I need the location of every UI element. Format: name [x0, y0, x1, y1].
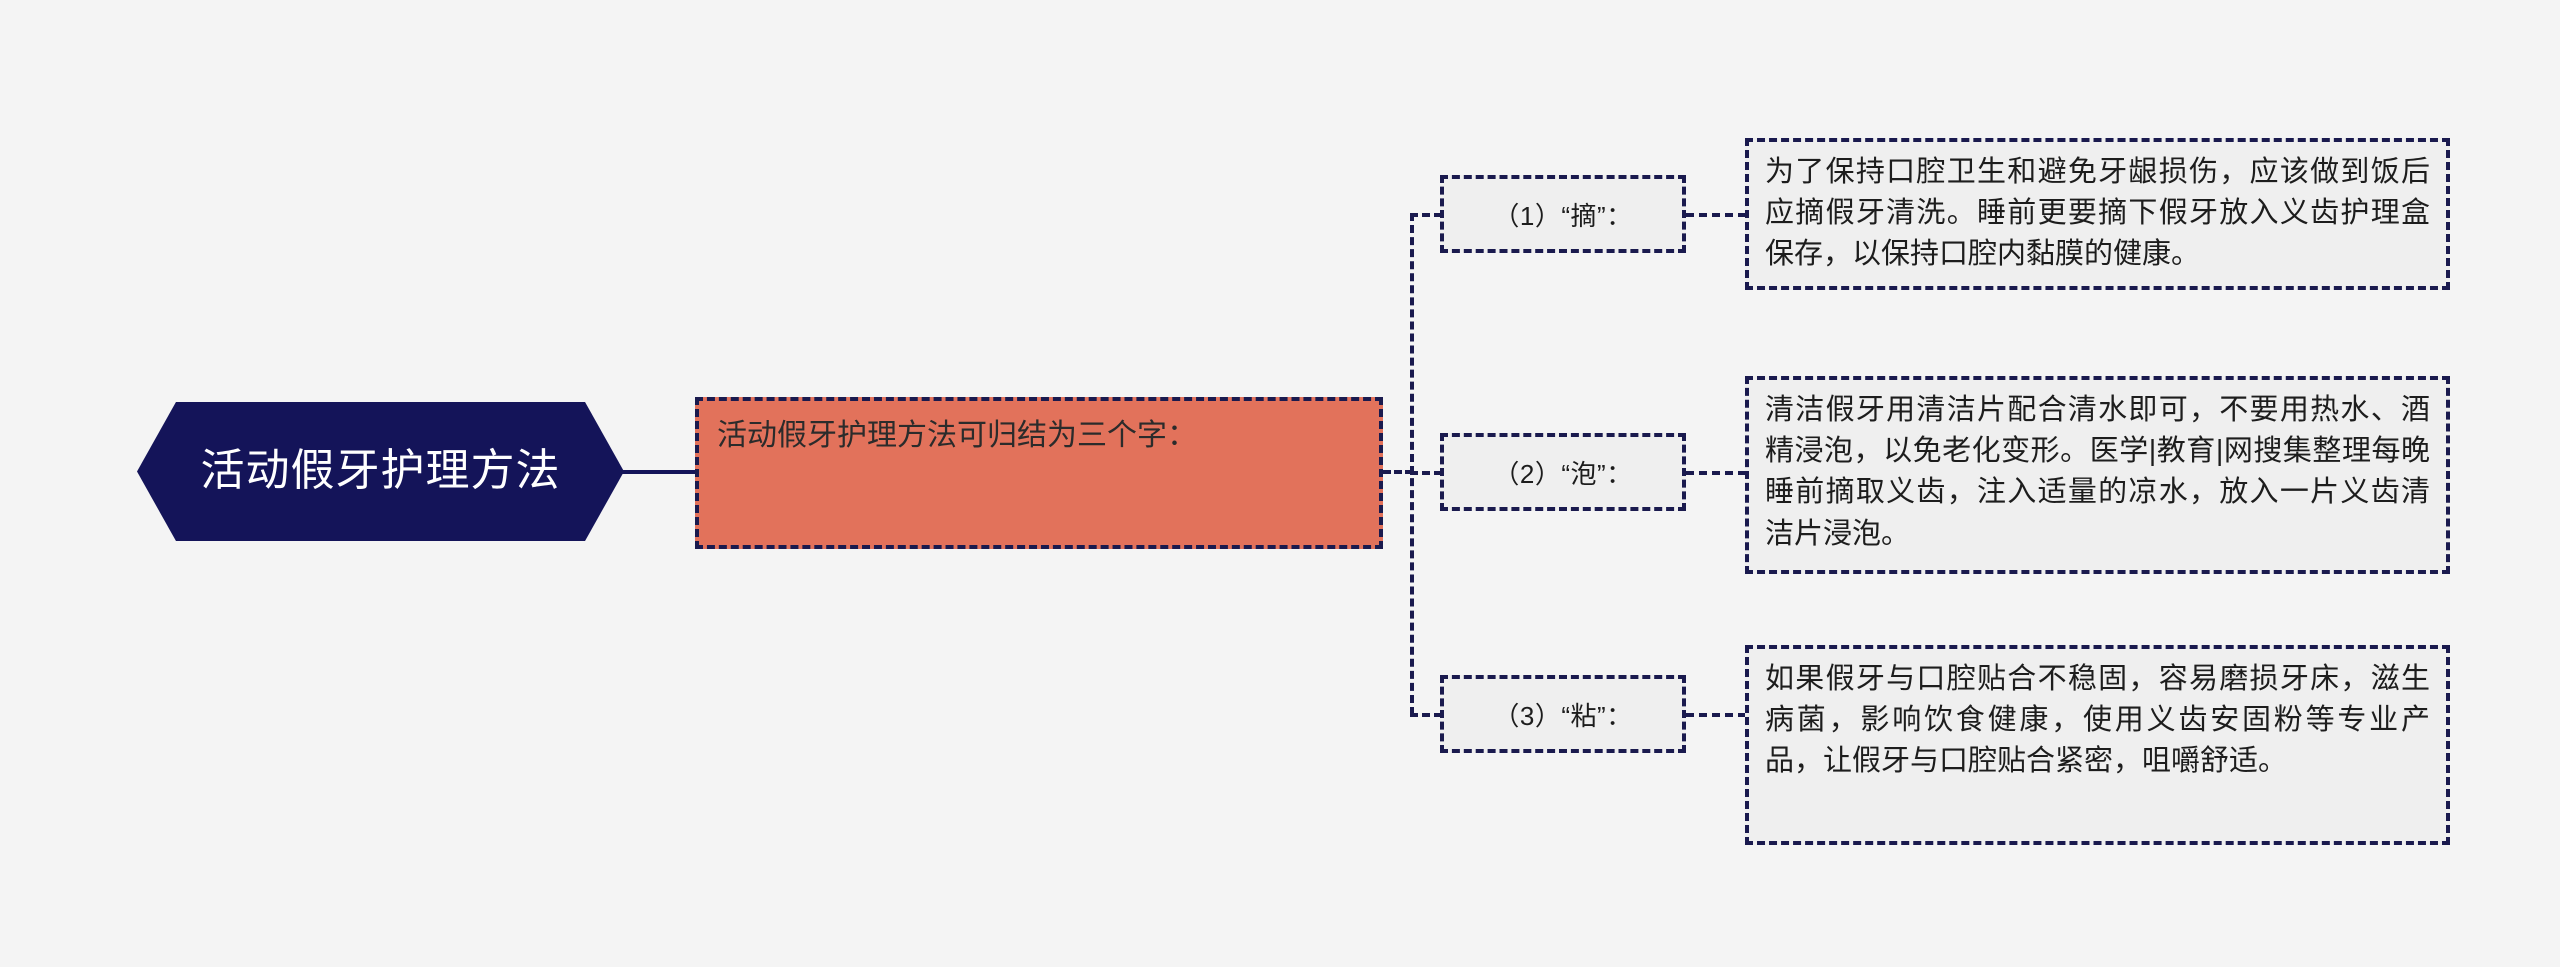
detail-box-1[interactable]: 为了保持口腔卫生和避免牙龈损伤，应该做到饭后应摘假牙清洗。睡前更要摘下假牙放入义…	[1745, 138, 2450, 290]
key-node-2-label: （2）“泡”：	[1493, 458, 1633, 489]
key-node-2[interactable]: （2）“泡”：	[1440, 433, 1686, 511]
key-node-1[interactable]: （1）“摘”：	[1440, 175, 1686, 253]
connector-trunk-to-key-1	[1410, 213, 1442, 217]
detail-box-2[interactable]: 清洁假牙用清洁片配合清水即可，不要用热水、酒精浸泡，以免老化变形。医学|教育|网…	[1745, 376, 2450, 574]
connector-root-to-summary	[622, 470, 696, 474]
connector-summary-to-trunk	[1383, 470, 1413, 474]
root-node-label: 活动假牙护理方法	[200, 446, 561, 496]
summary-box-text: 活动假牙护理方法可归结为三个字：	[717, 419, 1197, 452]
detail-box-3-text: 如果假牙与口腔贴合不稳固，容易磨损牙床，滋生病菌，影响饮食健康，使用义齿安固粉等…	[1765, 663, 2430, 778]
connector-key-3-to-detail-3	[1686, 713, 1746, 717]
connector-key-2-to-detail-2	[1686, 471, 1746, 475]
connector-trunk-to-key-3	[1410, 713, 1442, 717]
detail-box-3[interactable]: 如果假牙与口腔贴合不稳固，容易磨损牙床，滋生病菌，影响饮食健康，使用义齿安固粉等…	[1745, 645, 2450, 845]
root-node[interactable]: 活动假牙护理方法	[137, 402, 624, 541]
detail-box-1-text: 为了保持口腔卫生和避免牙龈损伤，应该做到饭后应摘假牙清洗。睡前更要摘下假牙放入义…	[1765, 156, 2430, 271]
summary-box[interactable]: 活动假牙护理方法可归结为三个字：	[695, 397, 1383, 549]
key-node-1-label: （1）“摘”：	[1493, 200, 1633, 231]
key-node-3-label: （3）“粘”：	[1493, 700, 1633, 731]
connector-trunk-vertical	[1410, 213, 1414, 715]
key-node-3[interactable]: （3）“粘”：	[1440, 675, 1686, 753]
connector-trunk-to-key-2	[1410, 471, 1442, 475]
connector-key-1-to-detail-1	[1686, 213, 1746, 217]
detail-box-2-text: 清洁假牙用清洁片配合清水即可，不要用热水、酒精浸泡，以免老化变形。医学|教育|网…	[1765, 394, 2430, 550]
